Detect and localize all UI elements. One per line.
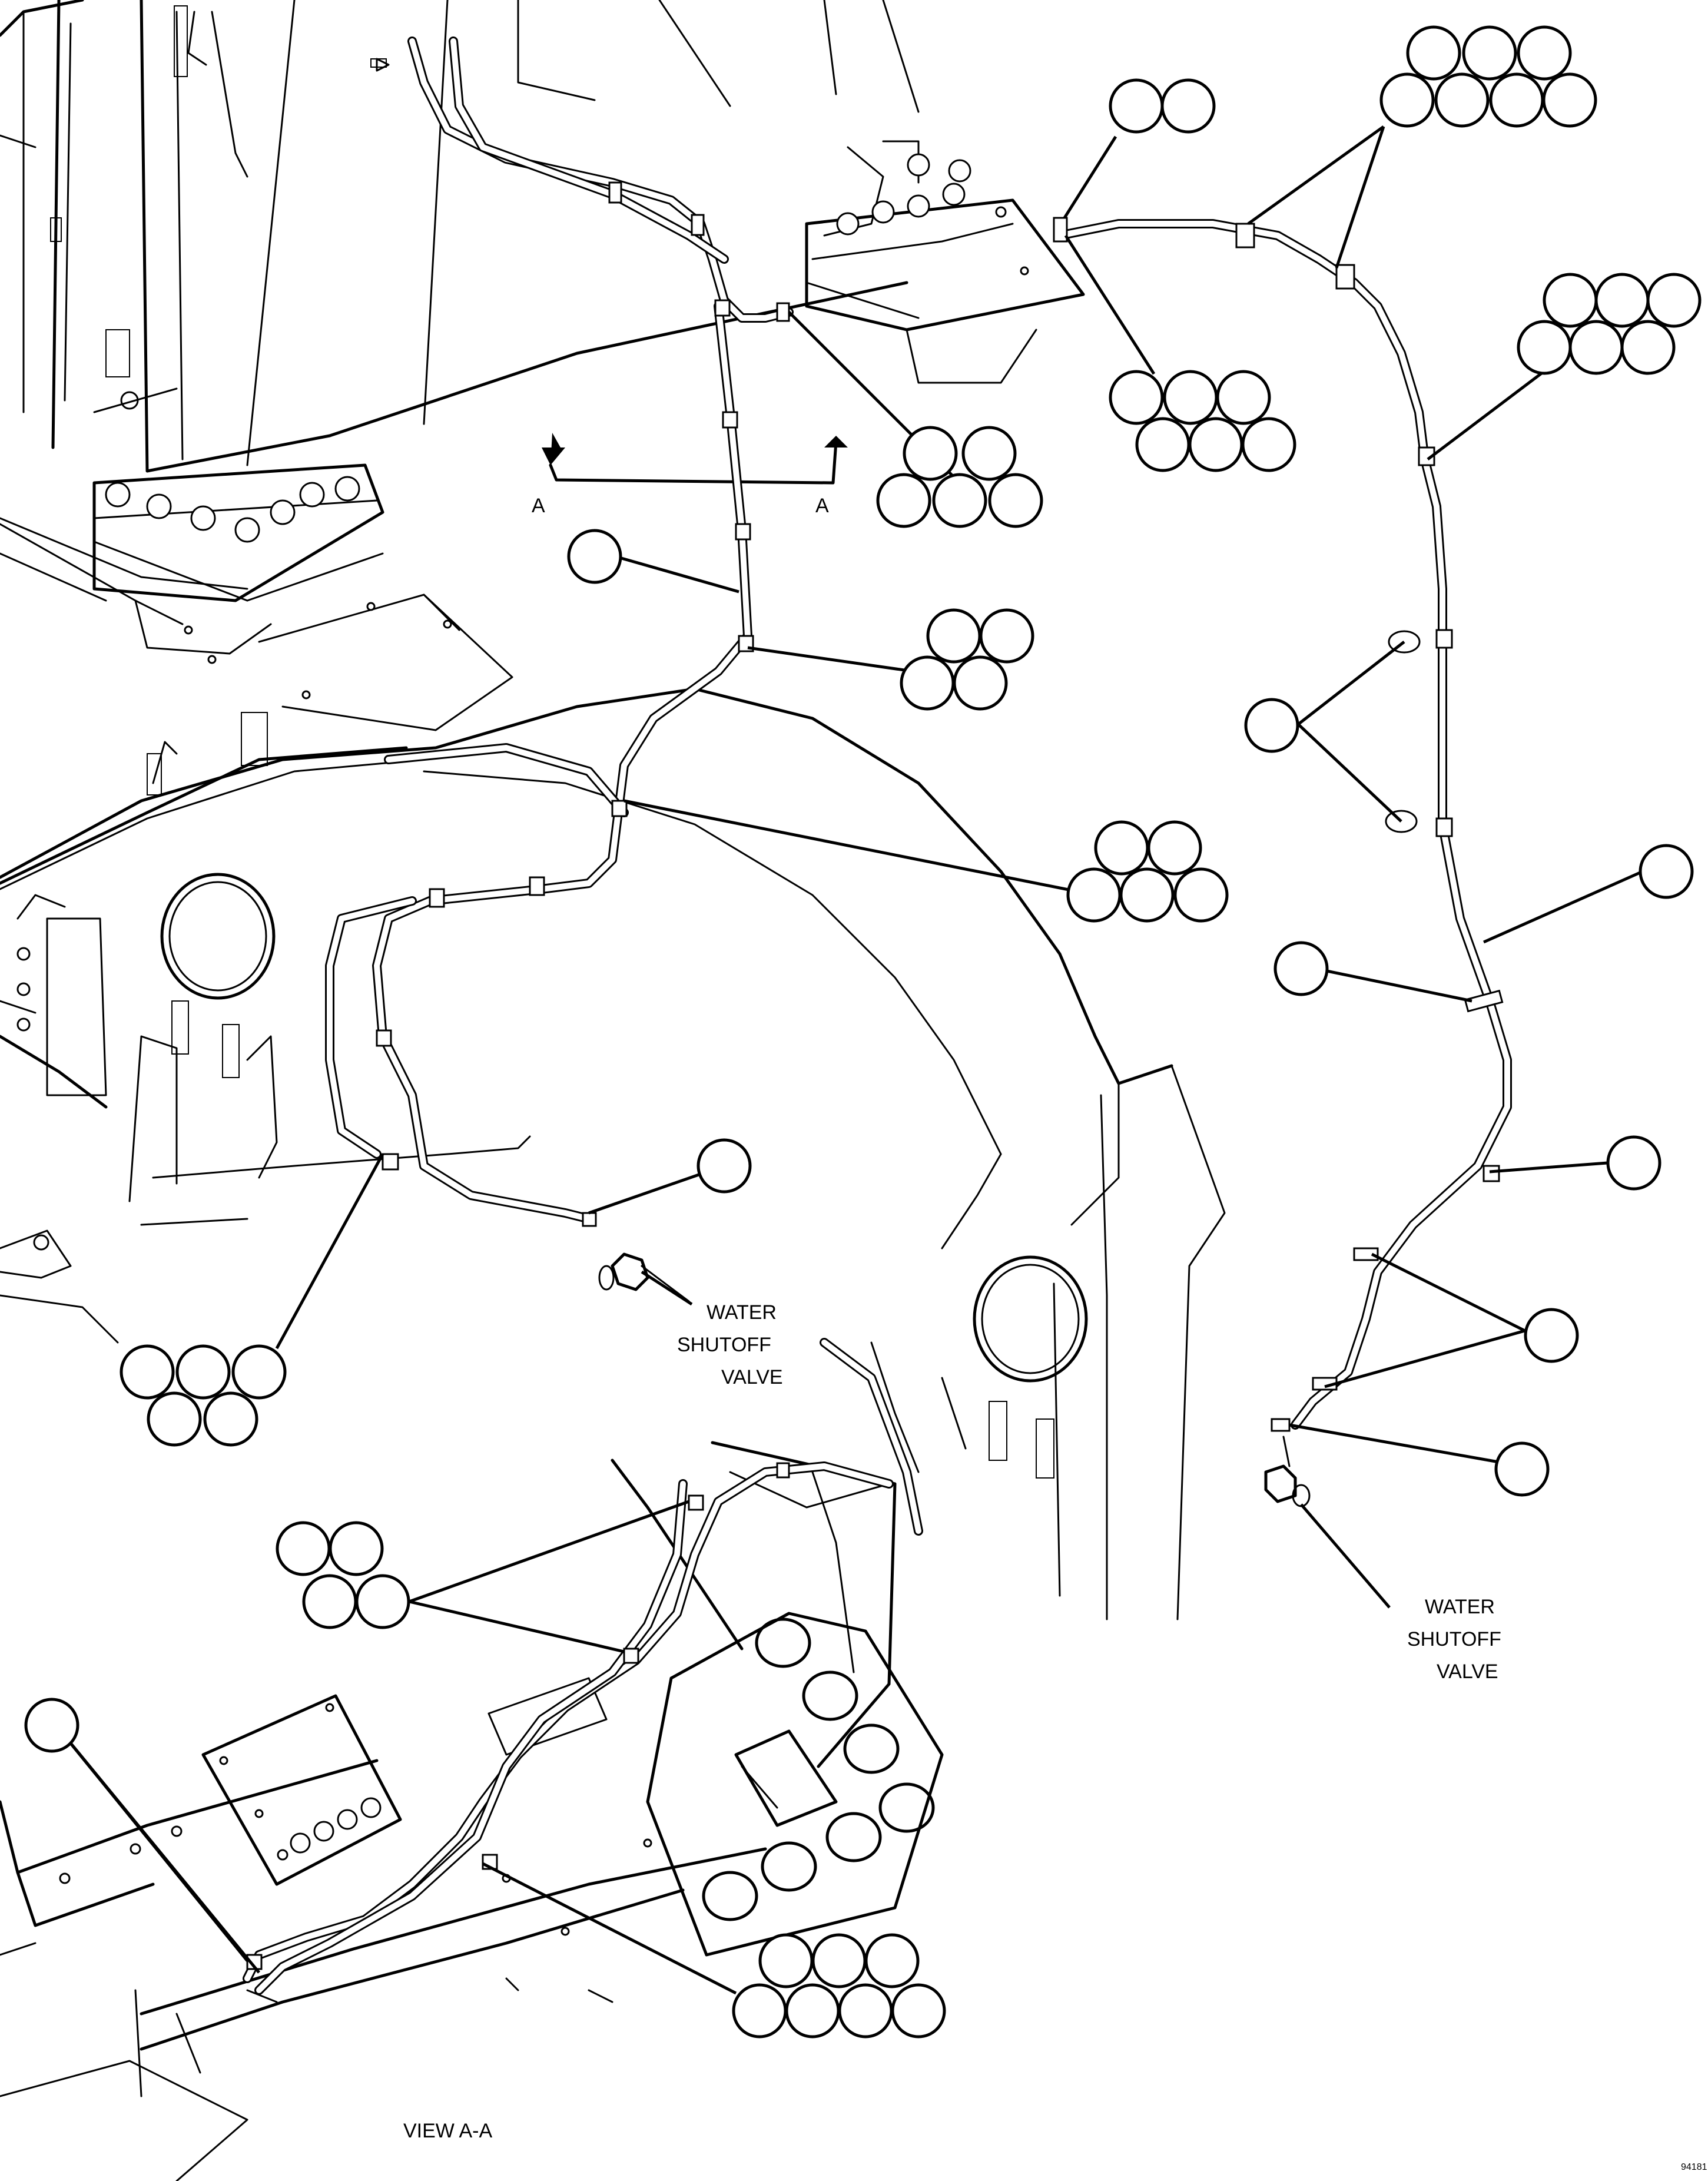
callout-group-g11 bbox=[1273, 941, 1329, 996]
callout-group-g06 bbox=[567, 529, 622, 584]
callout-group-g09 bbox=[1244, 698, 1299, 753]
valve-label-right-line2: SHUTOFF bbox=[1407, 1628, 1501, 1650]
callout-group-g19 bbox=[732, 1933, 946, 2039]
cab-mount-pad-left bbox=[0, 463, 513, 731]
valve-label-right-line1: WATER bbox=[1425, 1596, 1495, 1618]
cab-structure bbox=[0, 0, 920, 602]
callout-bubbles bbox=[24, 25, 1702, 2039]
valve-label-center-line1: WATER bbox=[707, 1301, 777, 1324]
view-title: VIEW A-A bbox=[403, 2120, 492, 2142]
cab-mount-pad-right bbox=[805, 140, 1085, 384]
section-label-a-left: A bbox=[532, 495, 545, 517]
valve-label-right: WATER SHUTOFF VALVE bbox=[1407, 1596, 1501, 1683]
callout-group-g01 bbox=[1109, 78, 1216, 134]
callout-group-g18 bbox=[24, 1698, 79, 1753]
callout-group-g16 bbox=[697, 1138, 752, 1194]
valve-label-right-line3: VALVE bbox=[1437, 1660, 1498, 1683]
callout-group-g14 bbox=[120, 1344, 287, 1447]
figure-number: 94181 bbox=[1681, 2162, 1707, 2172]
callout-group-g15 bbox=[1494, 1441, 1550, 1497]
valve-label-center: WATER SHUTOFF VALVE bbox=[677, 1301, 783, 1388]
water-shutoff-valve-center bbox=[598, 1252, 690, 1302]
callout-group-g12 bbox=[1606, 1135, 1661, 1191]
water-shutoff-valve-right bbox=[1264, 1436, 1311, 1507]
callout-group-g03 bbox=[1517, 273, 1702, 375]
valve-label-center-line2: SHUTOFF bbox=[677, 1334, 771, 1356]
callout-group-g08 bbox=[1066, 820, 1229, 923]
callout-group-g10 bbox=[1639, 844, 1694, 899]
section-label-a-right: A bbox=[815, 495, 829, 517]
hoses bbox=[243, 37, 1512, 1995]
callout-group-g04 bbox=[1109, 370, 1296, 472]
callout-group-g17 bbox=[276, 1521, 410, 1629]
section-arrows: A A bbox=[532, 433, 848, 517]
view-a-a-structure bbox=[0, 1441, 944, 2181]
frame-and-fender bbox=[0, 687, 1226, 1620]
valve-label-center-line3: VALVE bbox=[721, 1366, 783, 1388]
callout-group-g02 bbox=[1379, 25, 1597, 128]
hose-clamps bbox=[246, 181, 1504, 1970]
callout-group-g07 bbox=[900, 608, 1034, 711]
callout-group-g13 bbox=[1524, 1308, 1579, 1363]
callout-group-g05 bbox=[876, 426, 1043, 528]
